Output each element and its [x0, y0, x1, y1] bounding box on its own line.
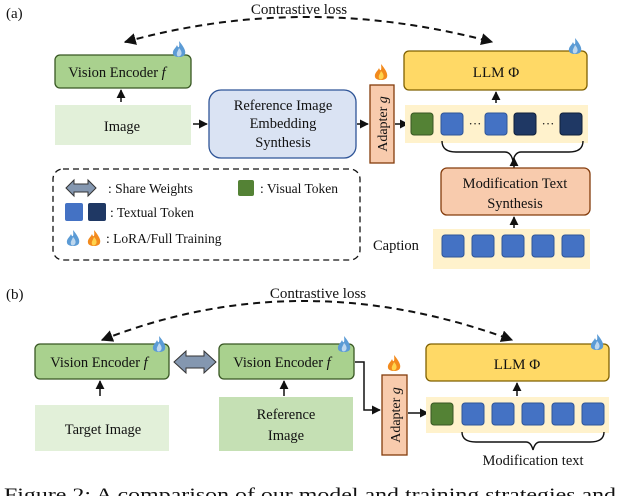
svg-text:Synthesis: Synthesis [487, 196, 543, 212]
panel-b-reference-image-label: Image [268, 428, 304, 444]
legend-textual-token: : Textual Token [110, 205, 194, 220]
panel-b-target-image-label: Target Image [65, 422, 141, 438]
textual-token-dark [513, 112, 537, 136]
panel-a-token-brace [441, 140, 584, 162]
flame-blue-icon [152, 336, 166, 352]
svg-text:Adapter g: Adapter g [389, 387, 404, 443]
flame-blue-icon [568, 38, 582, 54]
svg-text:Vision Encoder f: Vision Encoder f [68, 65, 167, 81]
ellipsis: ··· [469, 116, 482, 131]
panel-a-vision-encoder-box: Vision Encoder f [54, 41, 192, 89]
panel-a: (a) Contrastive loss Vision Encoder f Im… [6, 2, 591, 269]
textual-token [501, 234, 525, 258]
visual-token-icon [238, 180, 254, 196]
textual-token-dark [559, 112, 583, 136]
textual-token [561, 234, 585, 258]
svg-text:Modification Text: Modification Text [463, 176, 568, 192]
panel-b-modification-text-label: Modification text [482, 453, 583, 469]
flame-orange-icon [374, 64, 388, 80]
panel-b-vision-encoder-right: Vision Encoder f [218, 336, 355, 380]
legend: : Share Weights : Visual Token : Textual… [52, 168, 361, 261]
svg-text:Embedding: Embedding [250, 116, 317, 132]
textual-token [521, 402, 545, 426]
textual-token [581, 402, 605, 426]
textual-token-dark-icon [88, 203, 106, 221]
legend-visual-token: : Visual Token [260, 181, 338, 196]
textual-token-icon [65, 203, 83, 221]
share-weights-icon [65, 178, 97, 198]
textual-token [484, 112, 508, 136]
panel-b-label: (b) [6, 287, 24, 303]
panel-a-contrastive-loss-label: Contrastive loss [251, 2, 347, 18]
visual-token [430, 402, 454, 426]
panel-b-contrastive-loss-label: Contrastive loss [270, 286, 366, 302]
textual-token [491, 402, 515, 426]
flame-blue-icon [66, 230, 80, 246]
panel-a-llm-box: LLM Φ [403, 38, 588, 91]
textual-token [531, 234, 555, 258]
textual-token [440, 112, 464, 136]
textual-token [441, 234, 465, 258]
legend-share-weights: : Share Weights [108, 181, 193, 196]
textual-token [551, 402, 575, 426]
flame-orange-icon [387, 355, 401, 371]
flame-blue-icon [172, 41, 186, 57]
flame-orange-icon [87, 230, 101, 246]
panel-b-reference-image-box [219, 397, 353, 451]
ellipsis: ··· [542, 116, 555, 131]
panel-a-image-box [55, 105, 191, 145]
panel-b-token-brace [461, 431, 605, 451]
figure-caption: Figure 2: A comparison of our model and … [4, 485, 617, 496]
panel-b-target-image-box [35, 405, 169, 451]
panel-b-vision-encoder-left: Vision Encoder f [34, 336, 170, 380]
svg-text:Synthesis: Synthesis [255, 135, 311, 151]
panel-b-contrastive-arc [100, 300, 514, 342]
svg-text:Vision Encoder f: Vision Encoder f [50, 355, 149, 371]
panel-a-label: (a) [6, 6, 23, 22]
svg-text:LLM Φ: LLM Φ [473, 65, 519, 81]
panel-a-adapter-box: Adapter g [369, 64, 395, 164]
panel-b-encoder-to-adapter-arrow [355, 361, 381, 415]
flame-blue-icon [590, 334, 604, 350]
panel-b-llm-box: LLM Φ [425, 334, 610, 382]
visual-token [410, 112, 434, 136]
svg-text:Reference Image: Reference Image [234, 98, 333, 114]
share-weights-icon [173, 349, 217, 375]
panel-a-contrastive-arc [123, 16, 494, 46]
panel-b-adapter-box: Adapter g [381, 355, 408, 456]
panel-a-image-label: Image [104, 119, 140, 135]
textual-token [461, 402, 485, 426]
panel-b: (b) Contrastive loss Vision Encoder f Vi… [6, 286, 610, 469]
panel-a-modification-synthesis-box: Modification Text Synthesis [440, 167, 591, 216]
panel-a-caption-label: Caption [373, 238, 420, 254]
panel-b-reference-image-label: Reference [257, 407, 316, 423]
panel-b-token-band [426, 397, 609, 433]
flame-blue-icon [337, 336, 351, 352]
panel-a-reference-synthesis-box: Reference Image Embedding Synthesis [208, 89, 357, 159]
svg-text:LLM Φ: LLM Φ [494, 357, 540, 373]
svg-text:Adapter g: Adapter g [376, 96, 391, 152]
legend-training: : LoRA/Full Training [106, 231, 222, 246]
svg-text:Vision Encoder f: Vision Encoder f [233, 355, 332, 371]
textual-token [471, 234, 495, 258]
